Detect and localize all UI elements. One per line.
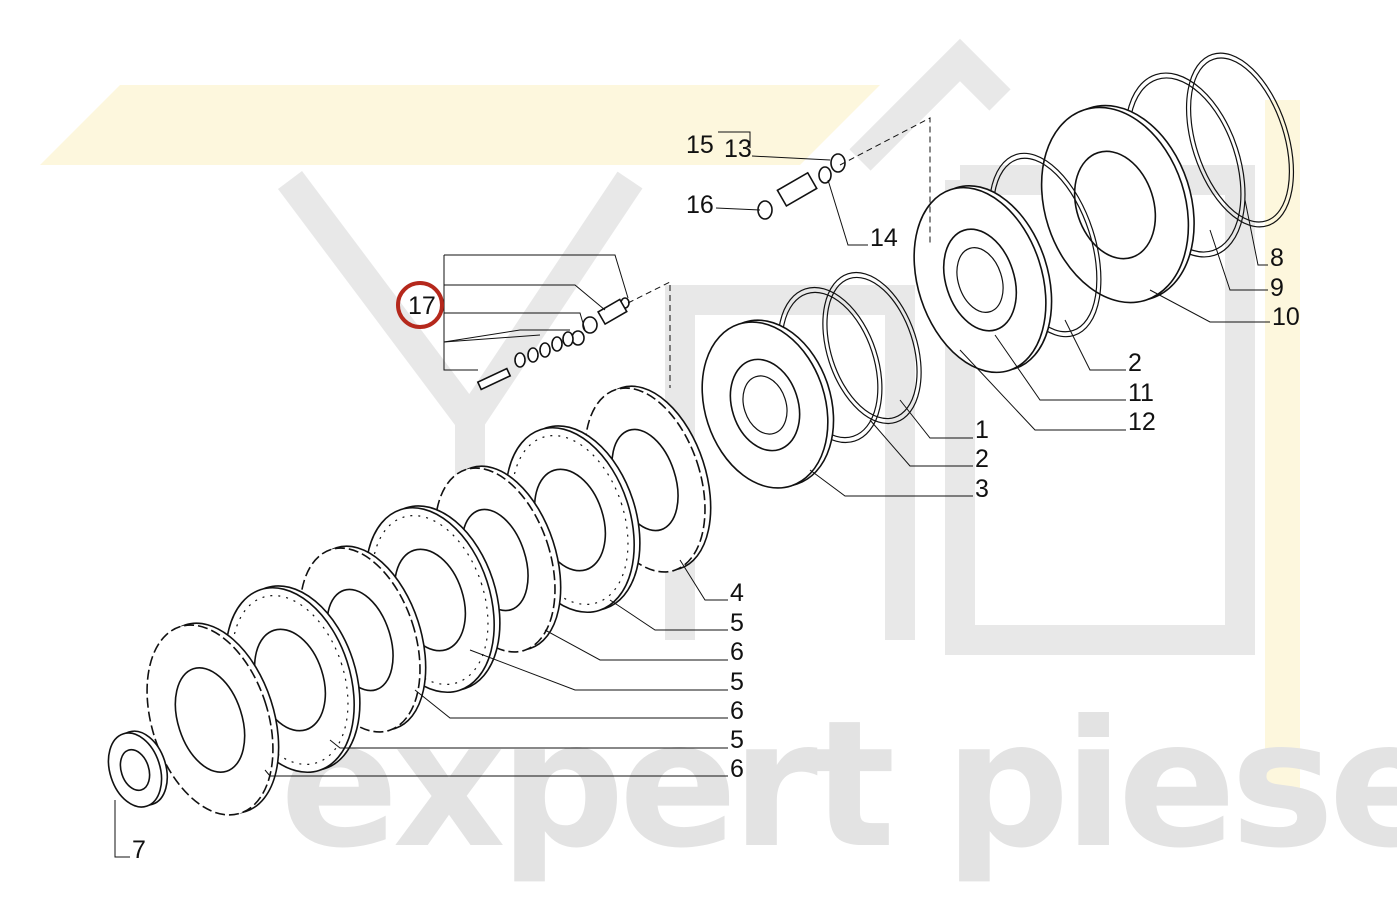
sleeve-17 xyxy=(597,298,628,326)
callout-label-12[interactable]: 12 xyxy=(1128,408,1156,436)
leader-line-12 xyxy=(959,349,1126,431)
dashed-axis xyxy=(627,281,671,388)
leader-line-2 xyxy=(1064,319,1126,371)
leader-line-9 xyxy=(1209,229,1268,291)
leader-line-4 xyxy=(679,559,728,601)
washer-3 xyxy=(551,336,563,352)
callout-label-4[interactable]: 4 xyxy=(730,579,744,607)
callout-label-10[interactable]: 10 xyxy=(1272,303,1300,331)
leader-line-17 xyxy=(443,329,570,343)
snap-ring-8 xyxy=(1185,52,1295,228)
leader-line-17 xyxy=(444,284,606,311)
callout-label-8[interactable]: 8 xyxy=(1270,244,1284,272)
leader-line-15 xyxy=(718,131,751,148)
callout-label-16[interactable]: 16 xyxy=(686,191,714,219)
small-seal-0 xyxy=(830,153,846,173)
washer-0 xyxy=(514,352,526,368)
hub-7 xyxy=(107,730,169,808)
leader-line-6 xyxy=(264,769,728,777)
callout-label-1[interactable]: 1 xyxy=(975,416,989,444)
callout-label-6[interactable]: 6 xyxy=(730,755,744,783)
leader-line-2 xyxy=(869,419,973,467)
leader-line-17 xyxy=(443,334,541,343)
small-seal-5 xyxy=(571,330,585,346)
callout-label-15[interactable]: 15 xyxy=(686,131,714,159)
seal-ring-1 xyxy=(822,271,922,425)
callout-label-17[interactable]: 17 xyxy=(408,292,436,320)
callout-label-13[interactable]: 13 xyxy=(724,135,752,163)
washer-4 xyxy=(562,331,574,347)
leader-line-13 xyxy=(751,155,831,161)
highlight-circle-17 xyxy=(396,281,444,329)
leader-line-5 xyxy=(469,649,728,691)
bolt-17 xyxy=(476,367,512,391)
watermark-yellow-band xyxy=(40,85,880,165)
callout-label-9[interactable]: 9 xyxy=(1270,274,1284,302)
leader-line-16 xyxy=(715,207,761,211)
callout-label-6[interactable]: 6 xyxy=(730,697,744,725)
callout-label-5[interactable]: 5 xyxy=(730,609,744,637)
small-seal-4 xyxy=(582,316,598,334)
leader-line-17 xyxy=(444,254,629,299)
callout-label-6[interactable]: 6 xyxy=(730,638,744,666)
leader-line-5 xyxy=(609,599,728,631)
callout-label-2[interactable]: 2 xyxy=(1128,349,1142,377)
leader-line-6 xyxy=(544,629,728,661)
leader-line-5 xyxy=(329,739,728,749)
callout-label-14[interactable]: 14 xyxy=(870,224,898,252)
leader-line-17 xyxy=(444,312,586,331)
valve-plug-15 xyxy=(776,171,818,208)
steel-disc-6c xyxy=(146,622,280,816)
leader-line-1 xyxy=(899,399,973,439)
washer-1 xyxy=(527,347,539,363)
housing-10 xyxy=(1040,104,1195,304)
leader-line-11 xyxy=(994,334,1126,401)
callout-label-5[interactable]: 5 xyxy=(730,726,744,754)
leader-line-8 xyxy=(1244,199,1268,266)
piston-3 xyxy=(701,319,835,489)
leader-line-7 xyxy=(114,800,130,858)
bracket-17 xyxy=(443,255,478,371)
leader-line-14 xyxy=(827,179,868,246)
dashed-axis xyxy=(839,117,931,245)
callout-label-11[interactable]: 11 xyxy=(1128,379,1154,407)
callout-label-7[interactable]: 7 xyxy=(132,836,146,864)
leader-line-3 xyxy=(809,469,973,497)
watermark-yellow-bar xyxy=(1265,100,1300,800)
callout-label-5[interactable]: 5 xyxy=(730,668,744,696)
washer-2 xyxy=(539,342,551,358)
small-seal-1 xyxy=(818,166,832,184)
small-seal-2 xyxy=(757,200,773,220)
callout-label-2[interactable]: 2 xyxy=(975,445,989,473)
leader-line-10 xyxy=(1149,289,1270,323)
callout-label-3[interactable]: 3 xyxy=(975,475,989,503)
leader-line-6 xyxy=(414,689,728,719)
plate-12 xyxy=(913,184,1053,374)
